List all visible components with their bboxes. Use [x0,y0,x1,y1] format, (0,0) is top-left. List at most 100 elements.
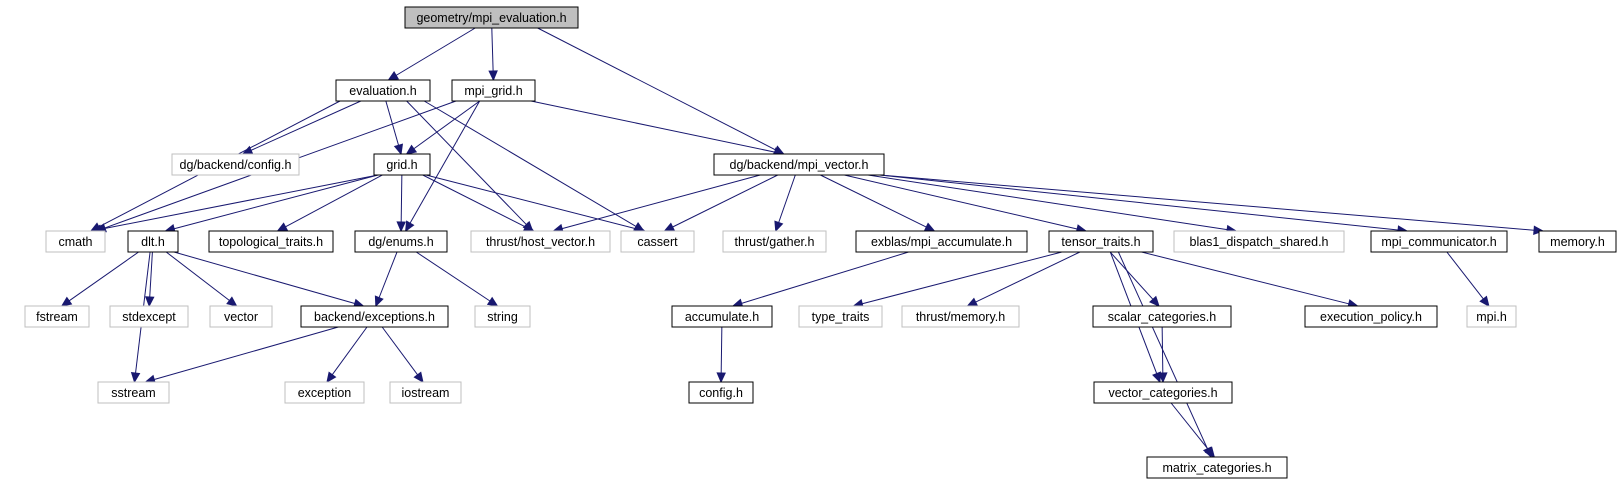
node-label: thrust/host_vector.h [486,235,595,249]
node-box [335,79,431,102]
edge-tensor_traits-to-exec_policy [1141,251,1349,305]
node-box [24,305,90,328]
edge-evaluation-to-grid [385,100,400,146]
edge-dlt-to-fstream [68,251,139,302]
node-label: sstream [111,386,155,400]
node-label: thrust/gather.h [735,235,815,249]
node-label: config.h [699,386,743,400]
node-label: matrix_categories.h [1162,461,1271,475]
arrowhead-mpi_vector-to-gather [774,220,784,233]
edge-grid-to-cassert [425,174,637,230]
node-cmath: cmath [45,230,106,253]
node-box [1173,230,1345,253]
edge-enums-to-string [415,251,491,302]
arrowhead-enums-to-backend_exc [374,295,384,308]
node-sstream: sstream [97,381,170,404]
node-label: stdexcept [122,310,176,324]
node-label: mpi_communicator.h [1381,235,1496,249]
node-matrix-cat[interactable]: matrix_categories.h [1146,456,1288,479]
node-box [373,153,431,176]
edge-mpi_vector-to-exblas_acc [820,174,927,228]
node-box [855,230,1028,253]
node-box [451,79,536,102]
node-box [688,381,754,404]
node-box [209,305,273,328]
edge-mpi_comm-to-mpi_h [1446,251,1484,300]
edge-vector_cat-to-matrix_cat [1170,402,1210,451]
node-dlt[interactable]: dlt.h [127,230,179,253]
node-label: exception [298,386,352,400]
node-backend-exc[interactable]: backend/exceptions.h [300,305,449,328]
edge-grid-to-cmath [100,174,379,230]
edge-root-to-mpi_vector [537,27,776,151]
edge-scalar_cat-to-vector_cat [1161,326,1164,374]
node-label: accumulate.h [685,310,759,324]
node-label: evaluation.h [349,84,416,98]
node-cassert: cassert [620,230,695,253]
edge-backend_exc-to-exception [331,326,368,376]
node-label: exblas/mpi_accumulate.h [871,235,1012,249]
node-label: topological_traits.h [219,235,323,249]
node-scalar-cat[interactable]: scalar_categories.h [1092,305,1232,328]
arrowhead-backend_exc-to-exception [326,371,337,383]
edge-backend_exc-to-iostream [381,326,418,376]
edge-root-to-mpi_grid [491,27,494,72]
node-vector: vector [209,305,273,328]
node-memory[interactable]: memory.h [1538,230,1617,253]
node-box [171,153,300,176]
node-exec-policy[interactable]: execution_policy.h [1304,305,1438,328]
node-tensor-traits[interactable]: tensor_traits.h [1048,230,1154,253]
node-evaluation[interactable]: evaluation.h [335,79,431,102]
node-label: geometry/mpi_evaluation.h [416,11,566,25]
node-label: backend/exceptions.h [314,310,435,324]
arrowhead-dlt-to-stdexcept [145,296,155,308]
node-topo[interactable]: topological_traits.h [208,230,334,253]
arrowhead-root-to-mpi_grid [488,70,498,82]
edge-backend_exc-to-sstream [154,326,339,381]
node-config-dg: dg/backend/config.h [171,153,300,176]
node-box [474,305,531,328]
edge-evaluation-to-host_vector [406,100,527,225]
edge-mpi_vector-to-tensor_traits [844,174,1078,230]
node-mpi-grid[interactable]: mpi_grid.h [451,79,536,102]
edge-mpi_grid-to-mpi_vector [530,100,776,153]
node-root[interactable]: geometry/mpi_evaluation.h [404,6,579,29]
edge-dlt-to-vector [165,251,230,301]
node-grid[interactable]: grid.h [373,153,431,176]
edge-mpi_vector-to-blas1 [867,174,1228,231]
node-box [1304,305,1438,328]
node-vector-cat[interactable]: vector_categories.h [1093,381,1233,404]
arrowhead-mpi_vector-to-cassert [663,222,676,232]
arrowhead-mpi_comm-to-mpi_h [1479,295,1490,307]
node-exblas-acc[interactable]: exblas/mpi_accumulate.h [855,230,1028,253]
node-box [97,381,170,404]
arrowhead-evaluation-to-grid [393,143,404,156]
edge-evaluation-to-config_dg [250,100,362,151]
node-mpi-vector[interactable]: dg/backend/mpi_vector.h [713,153,885,176]
arrowhead-tensor_traits-to-scalar_cat [1149,295,1160,307]
arrowhead-scalar_cat-to-vector_cat [1158,372,1168,384]
node-gather: thrust/gather.h [722,230,827,253]
node-config-h[interactable]: config.h [688,381,754,404]
node-label: tensor_traits.h [1061,235,1140,249]
node-box [354,230,448,253]
node-box [1048,230,1154,253]
edge-grid-to-host_vector [422,174,526,228]
node-box [1092,305,1232,328]
node-label: fstream [36,310,78,324]
arrowhead-mpi_grid-to-enums [405,220,415,233]
node-label: type_traits [812,310,870,324]
node-box [300,305,449,328]
edge-grid-to-topo [285,174,383,228]
node-label: cmath [58,235,92,249]
node-enums[interactable]: dg/enums.h [354,230,448,253]
edge-accumulate-to-config_h [720,326,723,374]
node-accumulate[interactable]: accumulate.h [671,305,773,328]
node-stdexcept: stdexcept [109,305,189,328]
node-box [1146,456,1288,479]
arrowhead-enums-to-string [486,296,499,307]
node-box [127,230,179,253]
node-mpi-comm[interactable]: mpi_communicator.h [1370,230,1508,253]
arrowhead-grid-to-topo [276,222,289,232]
node-label: thrust/memory.h [916,310,1005,324]
